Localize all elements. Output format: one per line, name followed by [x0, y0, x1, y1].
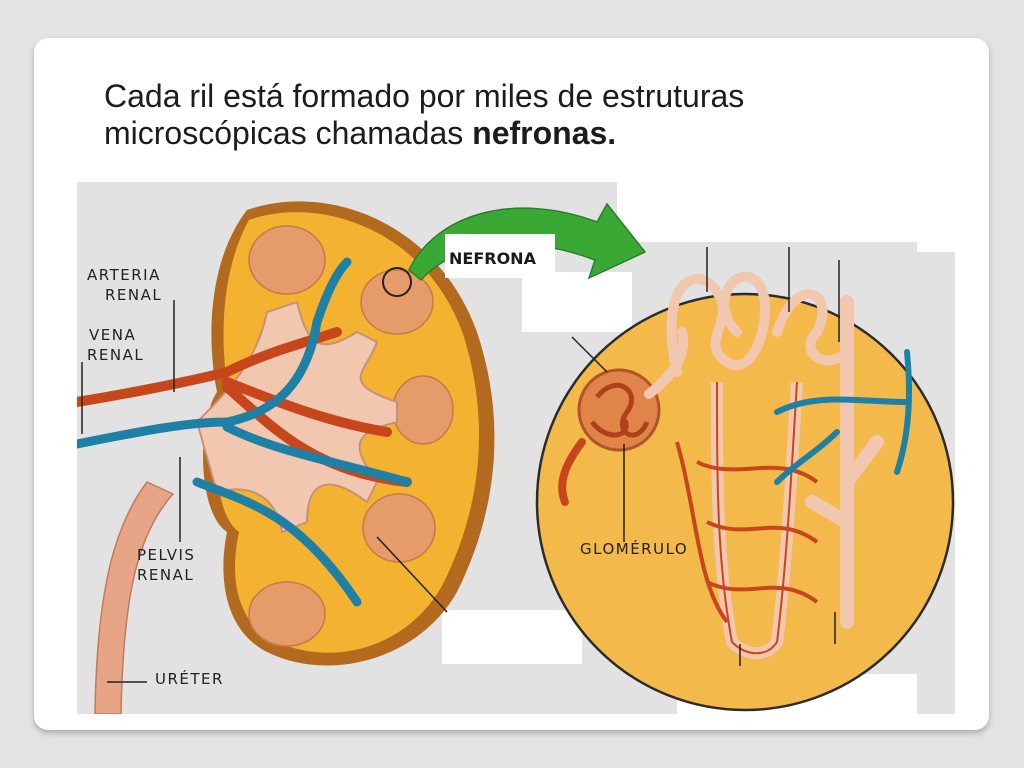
blank-label-area-mid: [522, 272, 632, 332]
nephron-zoom: [535, 271, 955, 712]
pyramid-4: [362, 493, 436, 563]
right-leader-lines: [571, 247, 840, 666]
label-nefrona: NEFRONA: [449, 249, 537, 268]
renal-pyramids: [248, 225, 454, 647]
zoom-target-circle: [382, 267, 412, 297]
blank-label-area-bottom-left: [442, 610, 582, 664]
pyramid-5: [248, 581, 326, 647]
label-glomerulo: GLOMÉRULO: [580, 539, 688, 558]
heading-line-1: Cada ril está formado por miles de estru…: [104, 78, 745, 114]
proximal-tubule-start: [644, 327, 689, 399]
convoluted-tubules: [666, 271, 852, 377]
leader-cortex: [376, 536, 448, 613]
afferent-arteriole: [558, 438, 586, 506]
glomerulus-capsule: [577, 368, 661, 452]
heading-line-2-text: microscópicas chamadas: [104, 115, 473, 151]
diagram-svg: ARTERIA RENAL VENA RENAL PELVIS RENAL UR…: [77, 182, 955, 714]
label-vena-line2: RENAL: [87, 346, 144, 364]
loop-outline: [716, 381, 798, 655]
label-ureter: URÉTER: [155, 669, 224, 688]
label-arteria-line2: RENAL: [105, 286, 162, 304]
peritubular-capillaries: [675, 441, 819, 624]
heading-emphasis: nefronas.: [472, 115, 617, 151]
nefrona-label-box: [445, 234, 555, 278]
renal-pelvis: [195, 300, 398, 534]
kidney-nephron-figure: ARTERIA RENAL VENA RENAL PELVIS RENAL UR…: [77, 182, 955, 714]
pyramid-3: [392, 375, 454, 445]
ureter: [94, 481, 175, 714]
nephron-vein: [774, 349, 912, 485]
pyramid-1: [248, 225, 326, 295]
label-vena-line1: VENA: [89, 326, 136, 344]
blank-label-area-top: [617, 182, 955, 242]
leader-capsule: [571, 336, 608, 373]
label-arteria-line1: ARTERIA: [87, 266, 161, 284]
label-pelvis-line1: PELVIS: [137, 546, 195, 564]
heading-line-2: microscópicas chamadas nefronas.: [104, 115, 944, 152]
blank-label-area-right: [917, 182, 955, 252]
kidney: [77, 201, 495, 714]
left-leader-lines: [81, 300, 448, 683]
pyramid-2: [360, 269, 434, 335]
glomerulus-capillaries: [590, 382, 650, 438]
renal-vein: [77, 257, 412, 607]
slide-heading: Cada ril está formado por miles de estru…: [104, 78, 944, 152]
label-pelvis-line2: RENAL: [137, 566, 194, 584]
